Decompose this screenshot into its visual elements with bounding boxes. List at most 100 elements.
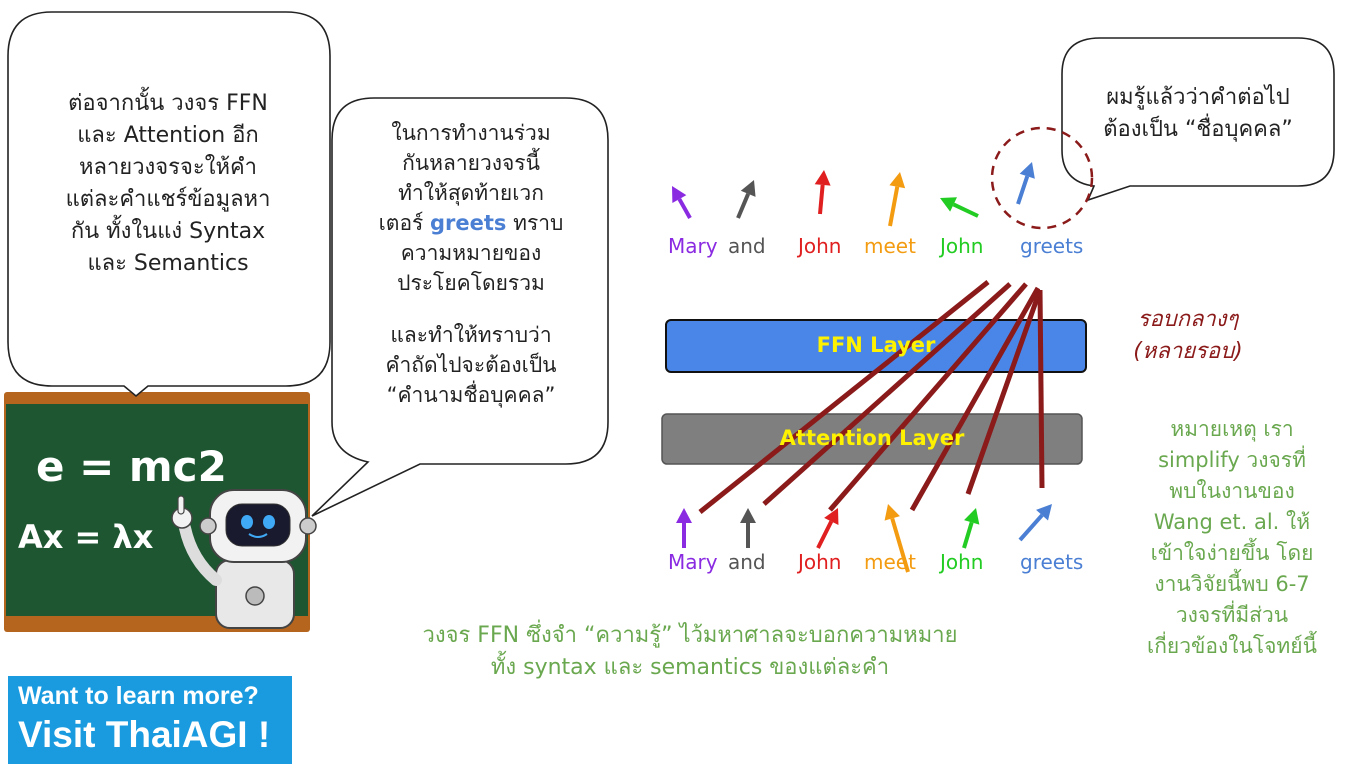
arrow-top-greets-shaft [1016,175,1030,205]
note-right-line: หมายเหตุ เรา [1170,417,1294,441]
thaiagi-cta-banner[interactable]: Want to learn more? Visit ThaiAGI ! [8,676,292,764]
token-bottom-john: John [940,550,984,574]
bubble-middle-line: ในการทำงานร่วม [391,121,551,145]
cta-line-1: Want to learn more? [18,682,259,710]
bubble-middle-line: และทำให้ทราบว่า [390,323,552,347]
note-right-line: เกี่ยวข้องในโจทย์นี้ [1147,634,1317,658]
board-equation-2: Ax = λx [18,518,154,556]
middle-rounds-line-2: (หลายรอบ) [1133,339,1243,364]
token-bottom-greets: greets [1020,550,1084,574]
board-equation-1: e = mc2 [36,442,227,491]
speech-bubble-right [1061,37,1335,202]
middle-rounds-note: รอบกลางๆ (หลายรอบ) [1098,304,1278,368]
arrow-bottom-john-shaft [962,521,974,549]
token-arrows-bottom [676,504,1052,573]
note-bottom-line: วงจร FFN ซึ่งจำ “ความรู้” ไว้มหาศาลจะบอก… [422,623,958,648]
bubble-left-line: แต่ละคำแชร์ข้อมูลหา [65,187,271,212]
connection-lines [698,280,1045,514]
arrow-top-mary-head [672,186,687,203]
arrow-top-john-shaft [818,184,825,215]
note-right-line: งานวิจัยนี้พบ 6-7 [1154,572,1310,596]
bubble-middle-suffix: ทราบ [506,211,564,235]
bubble-right-text: ผมรู้แล้วว่าคำต่อไป ต้องเป็น “ชื่อบุคคล” [1070,82,1326,146]
speech-bubble-left [7,11,331,398]
robot-arm [179,522,222,586]
arrow-bottom-john-head [824,508,839,525]
note-right-line: เข้าใจง่ายขึ้น โดย [1150,541,1314,565]
token-bottom-meet: meet [864,550,916,574]
token-top-and: and [728,234,766,258]
bubble-right-line: ผมรู้แล้วว่าคำต่อไป [1106,85,1290,110]
arrow-bottom-mary-head [676,508,692,523]
arrow-bottom-meet-head [884,504,900,521]
token-arrows-top [672,162,1035,227]
connection-line [698,280,990,514]
speech-bubble-middle [311,97,609,517]
bubble-middle-line: ประโยคโดยรวม [397,271,545,295]
connection-line [965,289,1043,495]
arrow-top-and-head [740,180,756,197]
token-top-greets: greets [1020,234,1084,258]
bubble-right-line: ต้องเป็น “ชื่อบุคคล” [1103,117,1293,142]
robot-finger [177,495,185,515]
bubble-left-line: ต่อจากนั้น วงจร FFN [68,91,268,116]
arrow-top-greets-head [1019,162,1035,179]
ffn-layer-label: FFN Layer [816,333,936,357]
bubble-middle-line: เตอร์ greets ทราบ [340,208,602,238]
connection-line [828,282,1028,512]
arrow-bottom-meet-shaft [890,517,910,573]
arrow-top-john-head [940,197,957,212]
arrow-top-and-shaft [736,193,751,219]
bubble-left-line: หลายวงจรจะให้คำ [78,155,258,180]
note-right-line: พบในงานของ [1169,479,1295,503]
greets-highlight: greets [430,211,507,235]
robot-ear-left [199,517,217,535]
bubble-middle-line: คำถัดไปจะต้องเป็น [385,353,557,377]
token-top-mary: Mary [668,234,718,258]
robot-eye-right [263,515,275,529]
note-bottom: วงจร FFN ซึ่งจำ “ความรู้” ไว้มหาศาลจะบอก… [350,620,1030,684]
connection-line [762,282,1012,506]
token-top-john: John [798,234,842,258]
token-bottom-mary: Mary [668,550,718,574]
connection-line [1037,289,1045,489]
robot-chest-light [245,586,265,606]
middle-rounds-line-1: รอบกลางๆ [1137,307,1239,332]
note-right: หมายเหตุ เรา simplify วงจรที่ พบในงานของ… [1112,414,1352,662]
arrow-top-john-shaft [952,202,979,218]
token-bottom-and: and [728,550,766,574]
token-top-john: John [940,234,984,258]
arrow-bottom-john-head [964,508,980,525]
arrow-bottom-john-shaft [816,520,834,549]
robot-face [225,503,291,547]
cta-line-2: Visit ThaiAGI ! [18,714,271,755]
arrow-bottom-and-head [740,508,756,523]
note-right-line: วงจรที่มีส่วน [1175,603,1289,627]
token-bottom-john: John [798,550,842,574]
bubble-middle-text: ในการทำงานร่วม กันหลายวงจรนี้ ทำให้สุดท้… [340,118,602,410]
bubble-middle-spacer [340,298,602,320]
bubble-middle-line: กันหลายวงจรนี้ [402,151,540,175]
arrow-top-meet-shaft [888,186,900,227]
note-bottom-line: ทั้ง syntax และ semantics ของแต่ละคำ [490,655,890,680]
highlight-circle [990,126,1094,230]
arrow-top-john-head [814,170,831,186]
bubble-middle-line: ความหมายของ [400,241,542,265]
bubble-middle-line: “คำนามชื่อบุคคล” [386,383,556,407]
arrow-top-meet-head [889,172,906,189]
bubble-left-line: และ Attention อีก [77,123,259,148]
arrow-bottom-greets-shaft [1018,513,1044,542]
bubble-left-line: กัน ทั้งในแง่ Syntax [70,219,266,244]
note-right-line: Wang et. al. ให้ [1153,510,1311,534]
bubble-middle-line: ทำให้สุดท้ายเวก [398,181,544,205]
robot-ear-right [299,517,317,535]
note-right-line: simplify วงจรที่ [1158,448,1306,472]
arrow-top-mary-shaft [677,198,692,219]
bubble-left-text: ต่อจากนั้น วงจร FFN และ Attention อีก หล… [20,88,316,280]
token-top-meet: meet [864,234,916,258]
robot-illustration [171,489,317,629]
bubble-left-line: และ Semantics [87,251,249,276]
arrow-bottom-greets-head [1036,504,1052,521]
